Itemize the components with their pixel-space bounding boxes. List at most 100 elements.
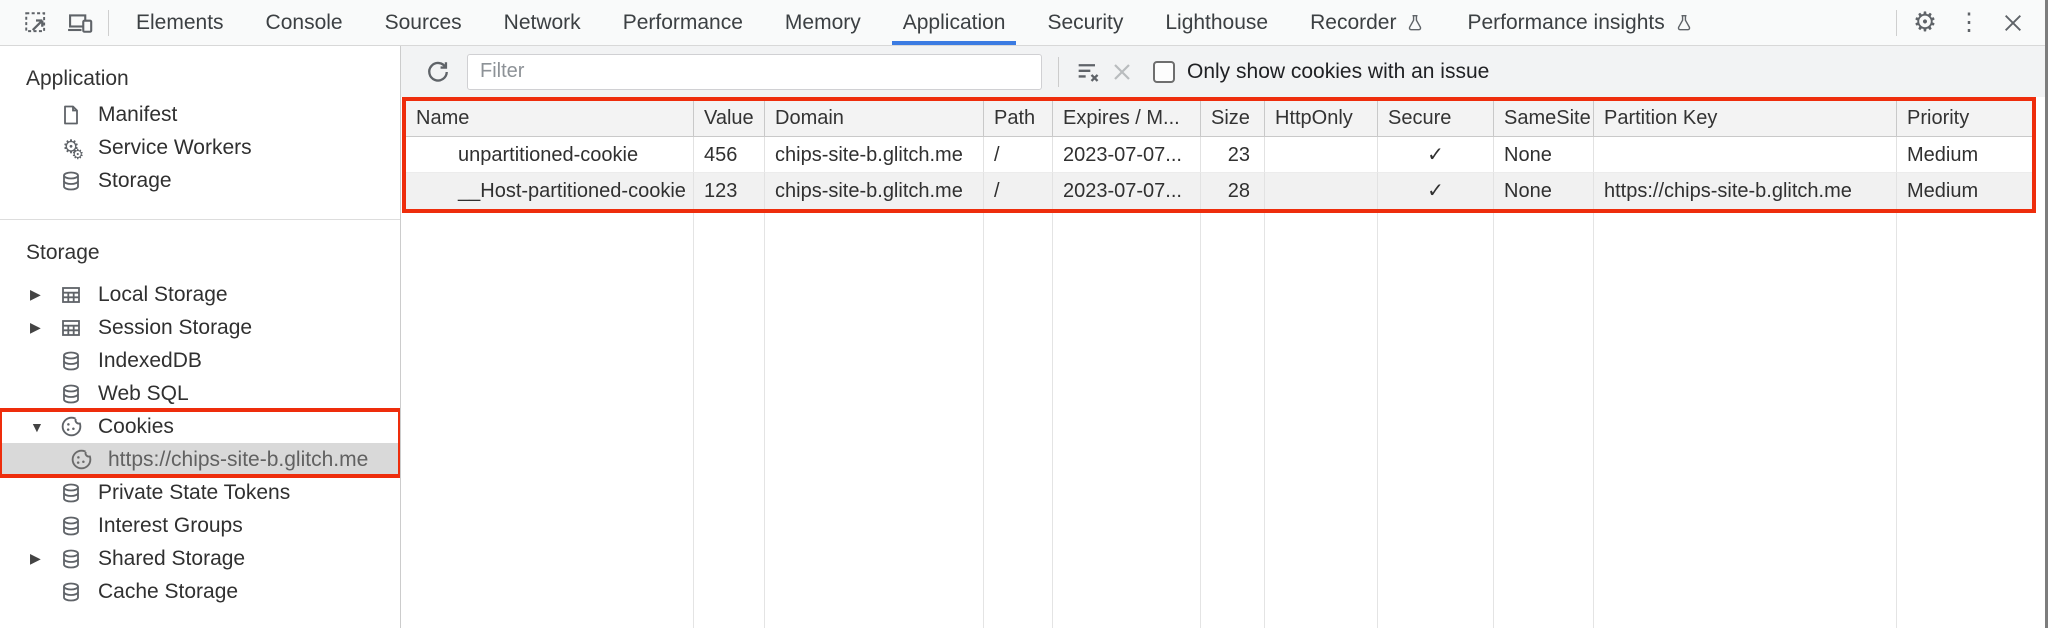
- database-icon: [56, 379, 86, 409]
- sidebar-section-storage: Storage: [26, 241, 100, 264]
- sidebar-item-cookies[interactable]: ▼ Cookies: [0, 410, 400, 443]
- column-header-httponly[interactable]: HttpOnly: [1265, 101, 1378, 137]
- column-header-size[interactable]: Size: [1201, 101, 1265, 137]
- cookie-size[interactable]: 28: [1201, 173, 1265, 209]
- tab-application[interactable]: Application: [882, 0, 1027, 45]
- cookies-filter-bar: Only show cookies with an issue: [401, 46, 2045, 97]
- sidebar-section-application: Application: [26, 67, 129, 90]
- cookie-samesite[interactable]: None: [1494, 137, 1594, 173]
- cookies-panel: Only show cookies with an issue Name Val…: [401, 46, 2045, 628]
- cookie-expires[interactable]: 2023-07-07...: [1053, 173, 1201, 209]
- sidebar-item-private-state-tokens[interactable]: Private State Tokens: [0, 476, 400, 509]
- cookie-samesite[interactable]: None: [1494, 173, 1594, 209]
- tab-elements[interactable]: Elements: [136, 10, 224, 34]
- tab-recorder[interactable]: Recorder: [1289, 0, 1446, 45]
- chevron-collapsed-icon[interactable]: ▶: [30, 319, 41, 335]
- cookie-priority[interactable]: Medium: [1897, 137, 2032, 173]
- more-options-kebab-icon[interactable]: ⋮: [1957, 8, 1981, 36]
- column-header-name[interactable]: Name: [406, 101, 694, 137]
- sidebar-item-storage[interactable]: Storage: [0, 164, 400, 197]
- cookie-icon: [66, 445, 96, 475]
- cookie-name[interactable]: unpartitioned-cookie: [406, 137, 694, 173]
- cookie-value[interactable]: 456: [694, 137, 765, 173]
- filter-bar-divider: [1058, 56, 1059, 87]
- table-icon: [56, 313, 86, 343]
- column-header-partition-key[interactable]: Partition Key: [1594, 101, 1897, 137]
- tab-performance[interactable]: Performance: [622, 10, 743, 34]
- column-header-samesite[interactable]: SameSite: [1494, 101, 1594, 137]
- column-header-priority[interactable]: Priority: [1897, 101, 2032, 137]
- cookie-icon: [56, 412, 86, 442]
- cookie-domain[interactable]: chips-site-b.glitch.me: [765, 173, 984, 209]
- manifest-icon: [56, 100, 86, 130]
- tab-console[interactable]: Console: [265, 10, 343, 34]
- cookie-secure-check[interactable]: ✓: [1378, 173, 1494, 209]
- tab-network[interactable]: Network: [503, 10, 581, 34]
- cookie-name[interactable]: __Host-partitioned-cookie: [406, 173, 694, 209]
- sidebar-item-service-workers[interactable]: ⚙⚙ Service Workers: [0, 131, 400, 164]
- sidebar-divider: [0, 219, 400, 220]
- inspect-element-icon[interactable]: [14, 3, 58, 43]
- cookie-httponly[interactable]: [1265, 173, 1378, 209]
- column-header-path[interactable]: Path: [984, 101, 1053, 137]
- sidebar-item-cookie-origin[interactable]: https://chips-site-b.glitch.me: [0, 443, 400, 476]
- cookie-domain[interactable]: chips-site-b.glitch.me: [765, 137, 984, 173]
- cookie-partition-key[interactable]: [1594, 137, 1897, 173]
- clear-filter-icon[interactable]: [1071, 55, 1105, 89]
- cookie-path[interactable]: /: [984, 137, 1053, 173]
- refresh-icon[interactable]: [421, 55, 455, 89]
- tab-performance-insights[interactable]: Performance insights: [1446, 0, 1714, 45]
- chevron-expanded-icon[interactable]: ▼: [30, 418, 44, 435]
- database-icon: [56, 346, 86, 376]
- cookie-priority[interactable]: Medium: [1897, 173, 2032, 209]
- database-icon: [56, 511, 86, 541]
- toolbar-divider: [1896, 9, 1897, 36]
- sidebar-item-manifest[interactable]: Manifest: [0, 98, 400, 131]
- tab-security[interactable]: Security: [1047, 10, 1124, 34]
- tab-memory[interactable]: Memory: [784, 10, 861, 34]
- tab-lighthouse[interactable]: Lighthouse: [1165, 10, 1269, 34]
- only-issues-checkbox[interactable]: [1153, 60, 1175, 83]
- database-icon: [56, 166, 86, 196]
- device-toolbar-icon[interactable]: [58, 3, 102, 43]
- sidebar-item-web-sql[interactable]: Web SQL: [0, 377, 400, 410]
- column-header-domain[interactable]: Domain: [765, 101, 984, 137]
- table-icon: [56, 280, 86, 310]
- sidebar-item-interest-groups[interactable]: Interest Groups: [0, 509, 400, 542]
- close-devtools-icon[interactable]: [1991, 3, 2035, 43]
- sidebar-item-cache-storage[interactable]: Cache Storage: [0, 575, 400, 608]
- experiment-flask-icon: [1674, 12, 1694, 34]
- database-icon: [56, 478, 86, 508]
- column-header-secure[interactable]: Secure: [1378, 101, 1494, 137]
- devtools-toolbar: Elements Console Sources Network Perform…: [0, 0, 2045, 46]
- sidebar-item-indexeddb[interactable]: IndexedDB: [0, 344, 400, 377]
- cookie-value[interactable]: 123: [694, 173, 765, 209]
- column-header-value[interactable]: Value: [694, 101, 765, 137]
- sidebar-item-session-storage[interactable]: ▶ Session Storage: [0, 311, 400, 344]
- cookie-table-highlight-box: Name Value Domain Path Expires / M... Si…: [402, 97, 2036, 213]
- column-header-expires[interactable]: Expires / M...: [1053, 101, 1201, 137]
- cookie-size[interactable]: 23: [1201, 137, 1265, 173]
- chevron-collapsed-icon[interactable]: ▶: [30, 286, 41, 302]
- chevron-collapsed-icon[interactable]: ▶: [30, 550, 41, 566]
- filter-input[interactable]: [467, 53, 1042, 90]
- sidebar-item-local-storage[interactable]: ▶ Local Storage: [0, 278, 400, 311]
- cookie-expires[interactable]: 2023-07-07...: [1053, 137, 1201, 173]
- only-issues-label: Only show cookies with an issue: [1187, 59, 1490, 83]
- cookie-table-row[interactable]: unpartitioned-cookie 456 chips-site-b.gl…: [406, 137, 2032, 173]
- cookie-table-empty-area: [406, 213, 2032, 628]
- cookie-partition-key[interactable]: https://chips-site-b.glitch.me: [1594, 173, 1897, 209]
- cookie-secure-check[interactable]: ✓: [1378, 137, 1494, 173]
- delete-all-cookies-icon[interactable]: [1105, 55, 1139, 89]
- cookie-httponly[interactable]: [1265, 137, 1378, 173]
- cookie-table-row[interactable]: __Host-partitioned-cookie 123 chips-site…: [406, 173, 2032, 209]
- application-sidebar: Application Manifest ⚙⚙ Service Workers …: [0, 46, 401, 628]
- tab-sources[interactable]: Sources: [384, 10, 462, 34]
- sidebar-item-shared-storage[interactable]: ▶ Shared Storage: [0, 542, 400, 575]
- database-icon: [56, 544, 86, 574]
- experiment-flask-icon: [1405, 12, 1425, 34]
- settings-gear-icon[interactable]: ⚙: [1912, 7, 1938, 37]
- database-icon: [56, 577, 86, 607]
- cookie-path[interactable]: /: [984, 173, 1053, 209]
